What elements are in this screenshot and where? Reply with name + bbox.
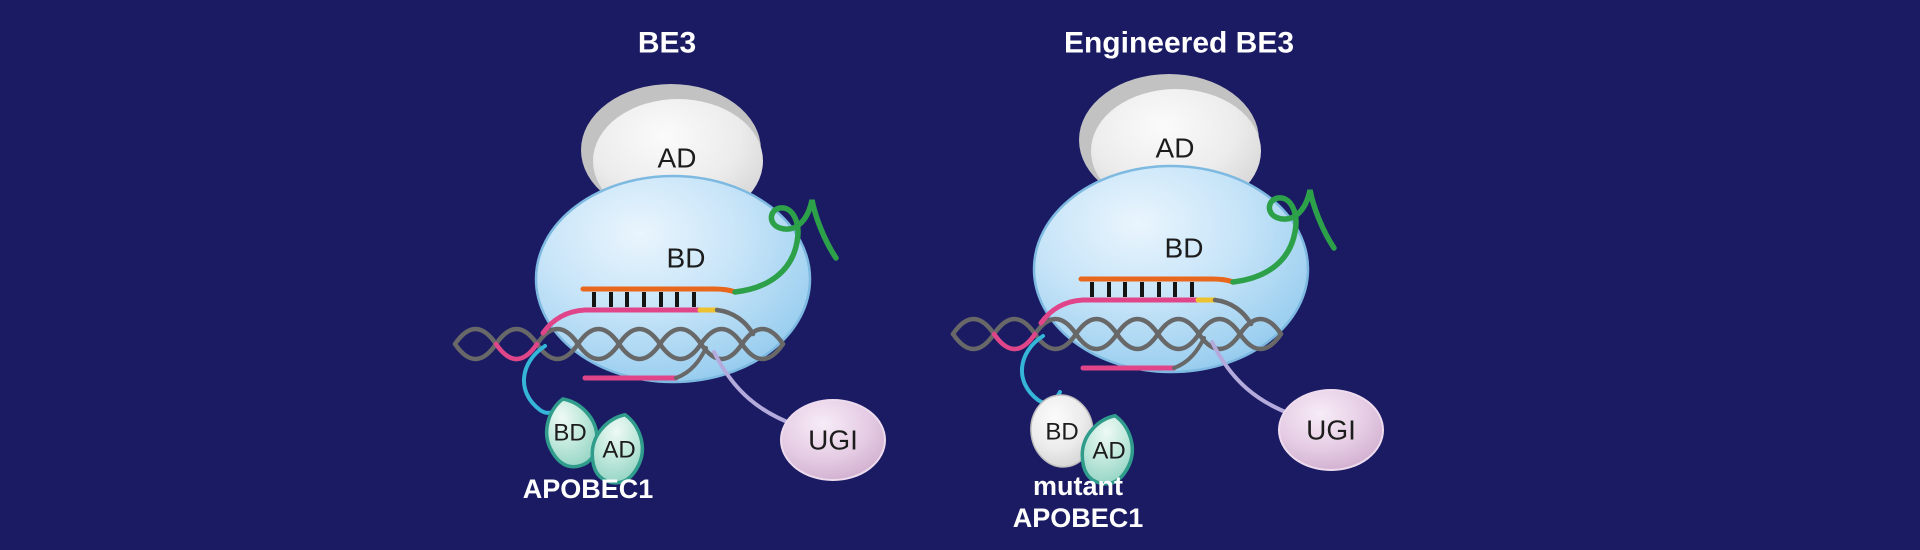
apobec-bd-leaf — [545, 397, 599, 469]
dna-strand-bottom — [452, 326, 786, 362]
apobec-ad-leaf — [590, 412, 645, 485]
apobec-ad-label: AD — [602, 437, 635, 464]
apobec-ad-leaf-shape — [590, 412, 645, 485]
apobec-bd-label: BD — [1045, 419, 1078, 446]
ugi-label: UGI — [1306, 415, 1356, 446]
ugi-label: UGI — [808, 425, 858, 456]
ugi-domain — [1278, 389, 1384, 471]
displaced-strand-gray — [1172, 336, 1206, 370]
cas9-bd-label: BD — [667, 243, 706, 274]
diagram-title-be3: BE3 — [638, 27, 696, 60]
target-strand-pink — [1038, 297, 1201, 326]
ugi-linker — [712, 350, 797, 427]
displaced-strand-gray — [674, 346, 708, 380]
cas9-ad-label: AD — [1156, 133, 1195, 164]
edited-strand-segment — [493, 341, 540, 362]
diagram-be3: AD BD UGI BD AD — [452, 84, 886, 485]
edited-strand-segment — [991, 331, 1038, 352]
base-pair-rungs — [1090, 282, 1194, 297]
cas9-bd-label: BD — [1165, 233, 1204, 264]
apobec-ad-label: AD — [1092, 438, 1125, 465]
sgrna-scaffold-green — [1230, 189, 1337, 285]
diagram-engineered-be3: AD BD UGI BD AD — [950, 74, 1384, 486]
apobec-ad-leaf — [1080, 413, 1135, 486]
diagram-title-engineered-be3: Engineered BE3 — [1064, 27, 1294, 60]
ugi-domain — [780, 399, 886, 481]
mutant-caption-line1: mutant — [1033, 471, 1123, 501]
apobec-ad-leaf-shape — [1080, 413, 1135, 486]
ugi-linker — [1210, 340, 1295, 417]
mutant-caption-line2: APOBEC1 — [1013, 503, 1144, 533]
dna-connector-right — [714, 307, 756, 337]
apobec-bd-leaf-shape — [545, 397, 599, 469]
dna-strand-bottom — [950, 316, 1284, 352]
base-pair-rungs — [592, 292, 696, 307]
apobec1-caption: APOBEC1 — [523, 474, 654, 504]
dna-connector-right — [1212, 297, 1254, 327]
sgrna-scaffold-green — [732, 199, 839, 295]
apobec-bd-label: BD — [553, 420, 586, 447]
target-strand-pink — [540, 307, 703, 336]
cas9-ad-label: AD — [658, 143, 697, 174]
